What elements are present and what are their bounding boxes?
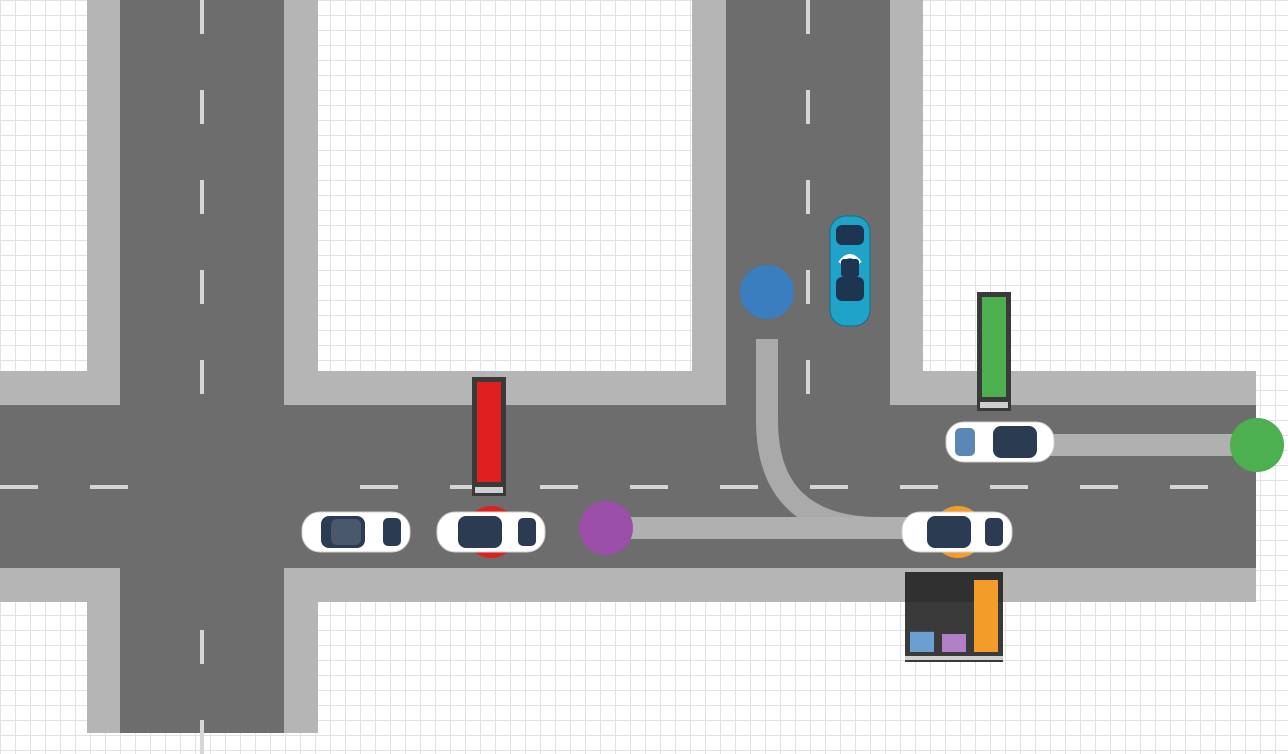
chart-bar-2	[974, 580, 998, 652]
lane-dash	[200, 630, 204, 664]
green-gauge	[977, 292, 1011, 411]
green-marker[interactable]	[1230, 418, 1284, 472]
red-gauge-base	[475, 487, 503, 493]
car-white-1[interactable]	[301, 510, 411, 554]
lane-dash	[630, 485, 668, 489]
lane-dash	[90, 485, 128, 489]
lane-dash	[200, 270, 204, 304]
lane-dash	[810, 485, 848, 489]
chart-bar-1	[942, 634, 966, 652]
lane-dash	[806, 0, 810, 34]
green-gauge-base	[980, 402, 1008, 408]
lane-dash	[0, 485, 38, 489]
lane-dash	[990, 485, 1028, 489]
lane-dash	[806, 90, 810, 124]
purple-marker[interactable]	[579, 501, 633, 555]
lane-dash	[360, 485, 398, 489]
lane-dash	[200, 90, 204, 124]
lane-dash	[540, 485, 578, 489]
car-white-4[interactable]	[945, 420, 1055, 464]
lane-dash	[806, 270, 810, 304]
path-blue-to-orange	[756, 339, 920, 539]
mini-bar-chart	[905, 572, 1003, 662]
red-gauge-fill	[477, 382, 501, 482]
car-teal[interactable]	[828, 215, 872, 327]
green-gauge-fill	[982, 297, 1006, 397]
car-white-2[interactable]	[436, 510, 546, 554]
chart-baseline	[905, 656, 1003, 660]
scene-overlay	[465, 265, 1284, 558]
lane-dash	[806, 180, 810, 214]
chart-bar-0	[910, 631, 934, 652]
lane-dash	[1080, 485, 1118, 489]
lane-dash	[200, 180, 204, 214]
red-gauge	[472, 377, 506, 496]
lane-dash	[1170, 485, 1208, 489]
lane-dash	[806, 360, 810, 394]
blue-marker[interactable]	[740, 265, 794, 319]
lane-dash	[200, 0, 204, 34]
lane-dash	[450, 485, 488, 489]
car-white-3[interactable]	[901, 510, 1013, 554]
lane-dash	[200, 360, 204, 394]
lane-dash	[900, 485, 938, 489]
lane-dash	[720, 485, 758, 489]
